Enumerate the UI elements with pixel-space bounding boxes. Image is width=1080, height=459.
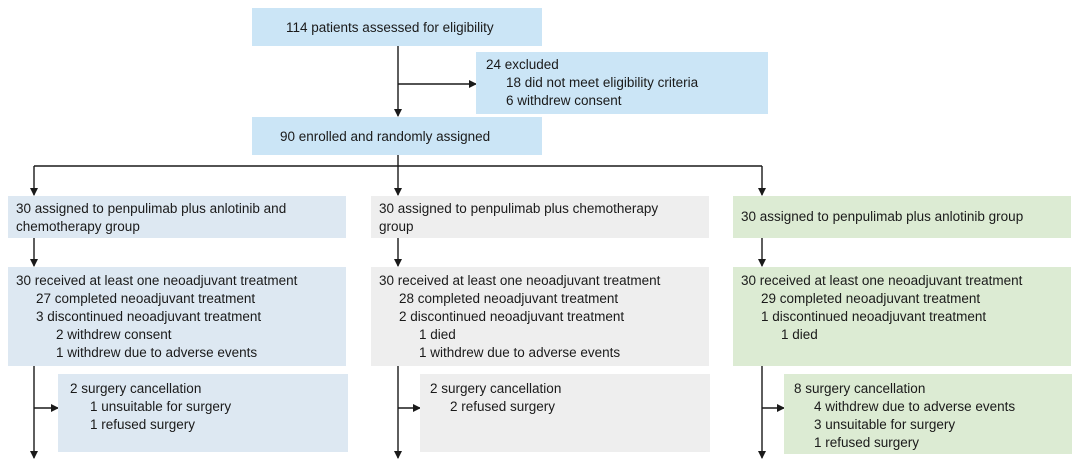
arm3-surgery-title: 8 surgery cancellation [794, 381, 926, 396]
arm3-surgery-reason: 1 refused surgery [814, 435, 920, 450]
arm2-completed: 28 completed neoadjuvant treatment [399, 291, 619, 306]
excluded-box: 24 excluded 18 did not meet eligibility … [476, 52, 768, 114]
arm3-surgery-reason: 4 withdrew due to adverse events [814, 399, 1016, 414]
arm3-assigned-line: 30 assigned to penpulimab plus anlotinib… [741, 209, 1024, 224]
arm1-treatment-box: 30 received at least one neoadjuvant tre… [8, 267, 346, 366]
arm1-surgery-title: 2 surgery cancellation [70, 381, 202, 396]
arm3-assigned-box: 30 assigned to penpulimab plus anlotinib… [733, 196, 1071, 238]
arm1-completed: 27 completed neoadjuvant treatment [36, 291, 256, 306]
arm3-surgery-reason: 3 unsuitable for surgery [814, 417, 956, 432]
arm3-discontinue-reason: 1 died [781, 327, 818, 342]
arm3-treatment-box: 30 received at least one neoadjuvant tre… [733, 267, 1071, 366]
arm2-surgery-reason: 2 refused surgery [450, 399, 556, 414]
arm2-surgery-box: 2 surgery cancellation 2 refused surgery [420, 374, 710, 452]
excluded-title: 24 excluded [486, 57, 559, 72]
enrolled-text: 90 enrolled and randomly assigned [280, 129, 491, 144]
arm1-discontinue-reason: 2 withdrew consent [56, 327, 172, 342]
arm1-assigned-box: 30 assigned to penpulimab plus anlotinib… [8, 196, 346, 238]
arm2-assigned-box: 30 assigned to penpulimab plus chemother… [371, 196, 709, 238]
arm1-discontinue-reason: 1 withdrew due to adverse events [56, 345, 258, 360]
arm2-discontinue-reason: 1 died [419, 327, 456, 342]
excluded-reason: 6 withdrew consent [506, 93, 622, 108]
arm2-surgery-title: 2 surgery cancellation [430, 381, 562, 396]
screening-box: 114 patients assessed for eligibility [252, 8, 542, 46]
arm1-assigned-line: 30 assigned to penpulimab plus anlotinib… [16, 201, 287, 216]
arm1-assigned-line: chemotherapy group [16, 219, 140, 234]
arm3-discontinued: 1 discontinued neoadjuvant treatment [761, 309, 987, 324]
arm3-surgery-box: 8 surgery cancellation 4 withdrew due to… [784, 374, 1072, 454]
enrolled-box: 90 enrolled and randomly assigned [252, 117, 542, 155]
arm3-completed: 29 completed neoadjuvant treatment [761, 291, 981, 306]
arm2-received: 30 received at least one neoadjuvant tre… [379, 273, 661, 288]
arm1-surgery-reason: 1 unsuitable for surgery [90, 399, 232, 414]
arm2-assigned-line: group [379, 219, 414, 234]
screening-text: 114 patients assessed for eligibility [286, 20, 494, 35]
arm1-discontinued: 3 discontinued neoadjuvant treatment [36, 309, 262, 324]
arm1-received: 30 received at least one neoadjuvant tre… [16, 273, 298, 288]
excluded-reason: 18 did not meet eligibility criteria [506, 75, 699, 90]
arm2-discontinued: 2 discontinued neoadjuvant treatment [399, 309, 625, 324]
arm2-treatment-box: 30 received at least one neoadjuvant tre… [371, 267, 709, 366]
arm2-discontinue-reason: 1 withdrew due to adverse events [419, 345, 621, 360]
arm1-surgery-reason: 1 refused surgery [90, 417, 196, 432]
arm1-surgery-box: 2 surgery cancellation 1 unsuitable for … [58, 374, 348, 452]
arm2-assigned-line: 30 assigned to penpulimab plus chemother… [379, 201, 659, 216]
arm3-received: 30 received at least one neoadjuvant tre… [741, 273, 1023, 288]
